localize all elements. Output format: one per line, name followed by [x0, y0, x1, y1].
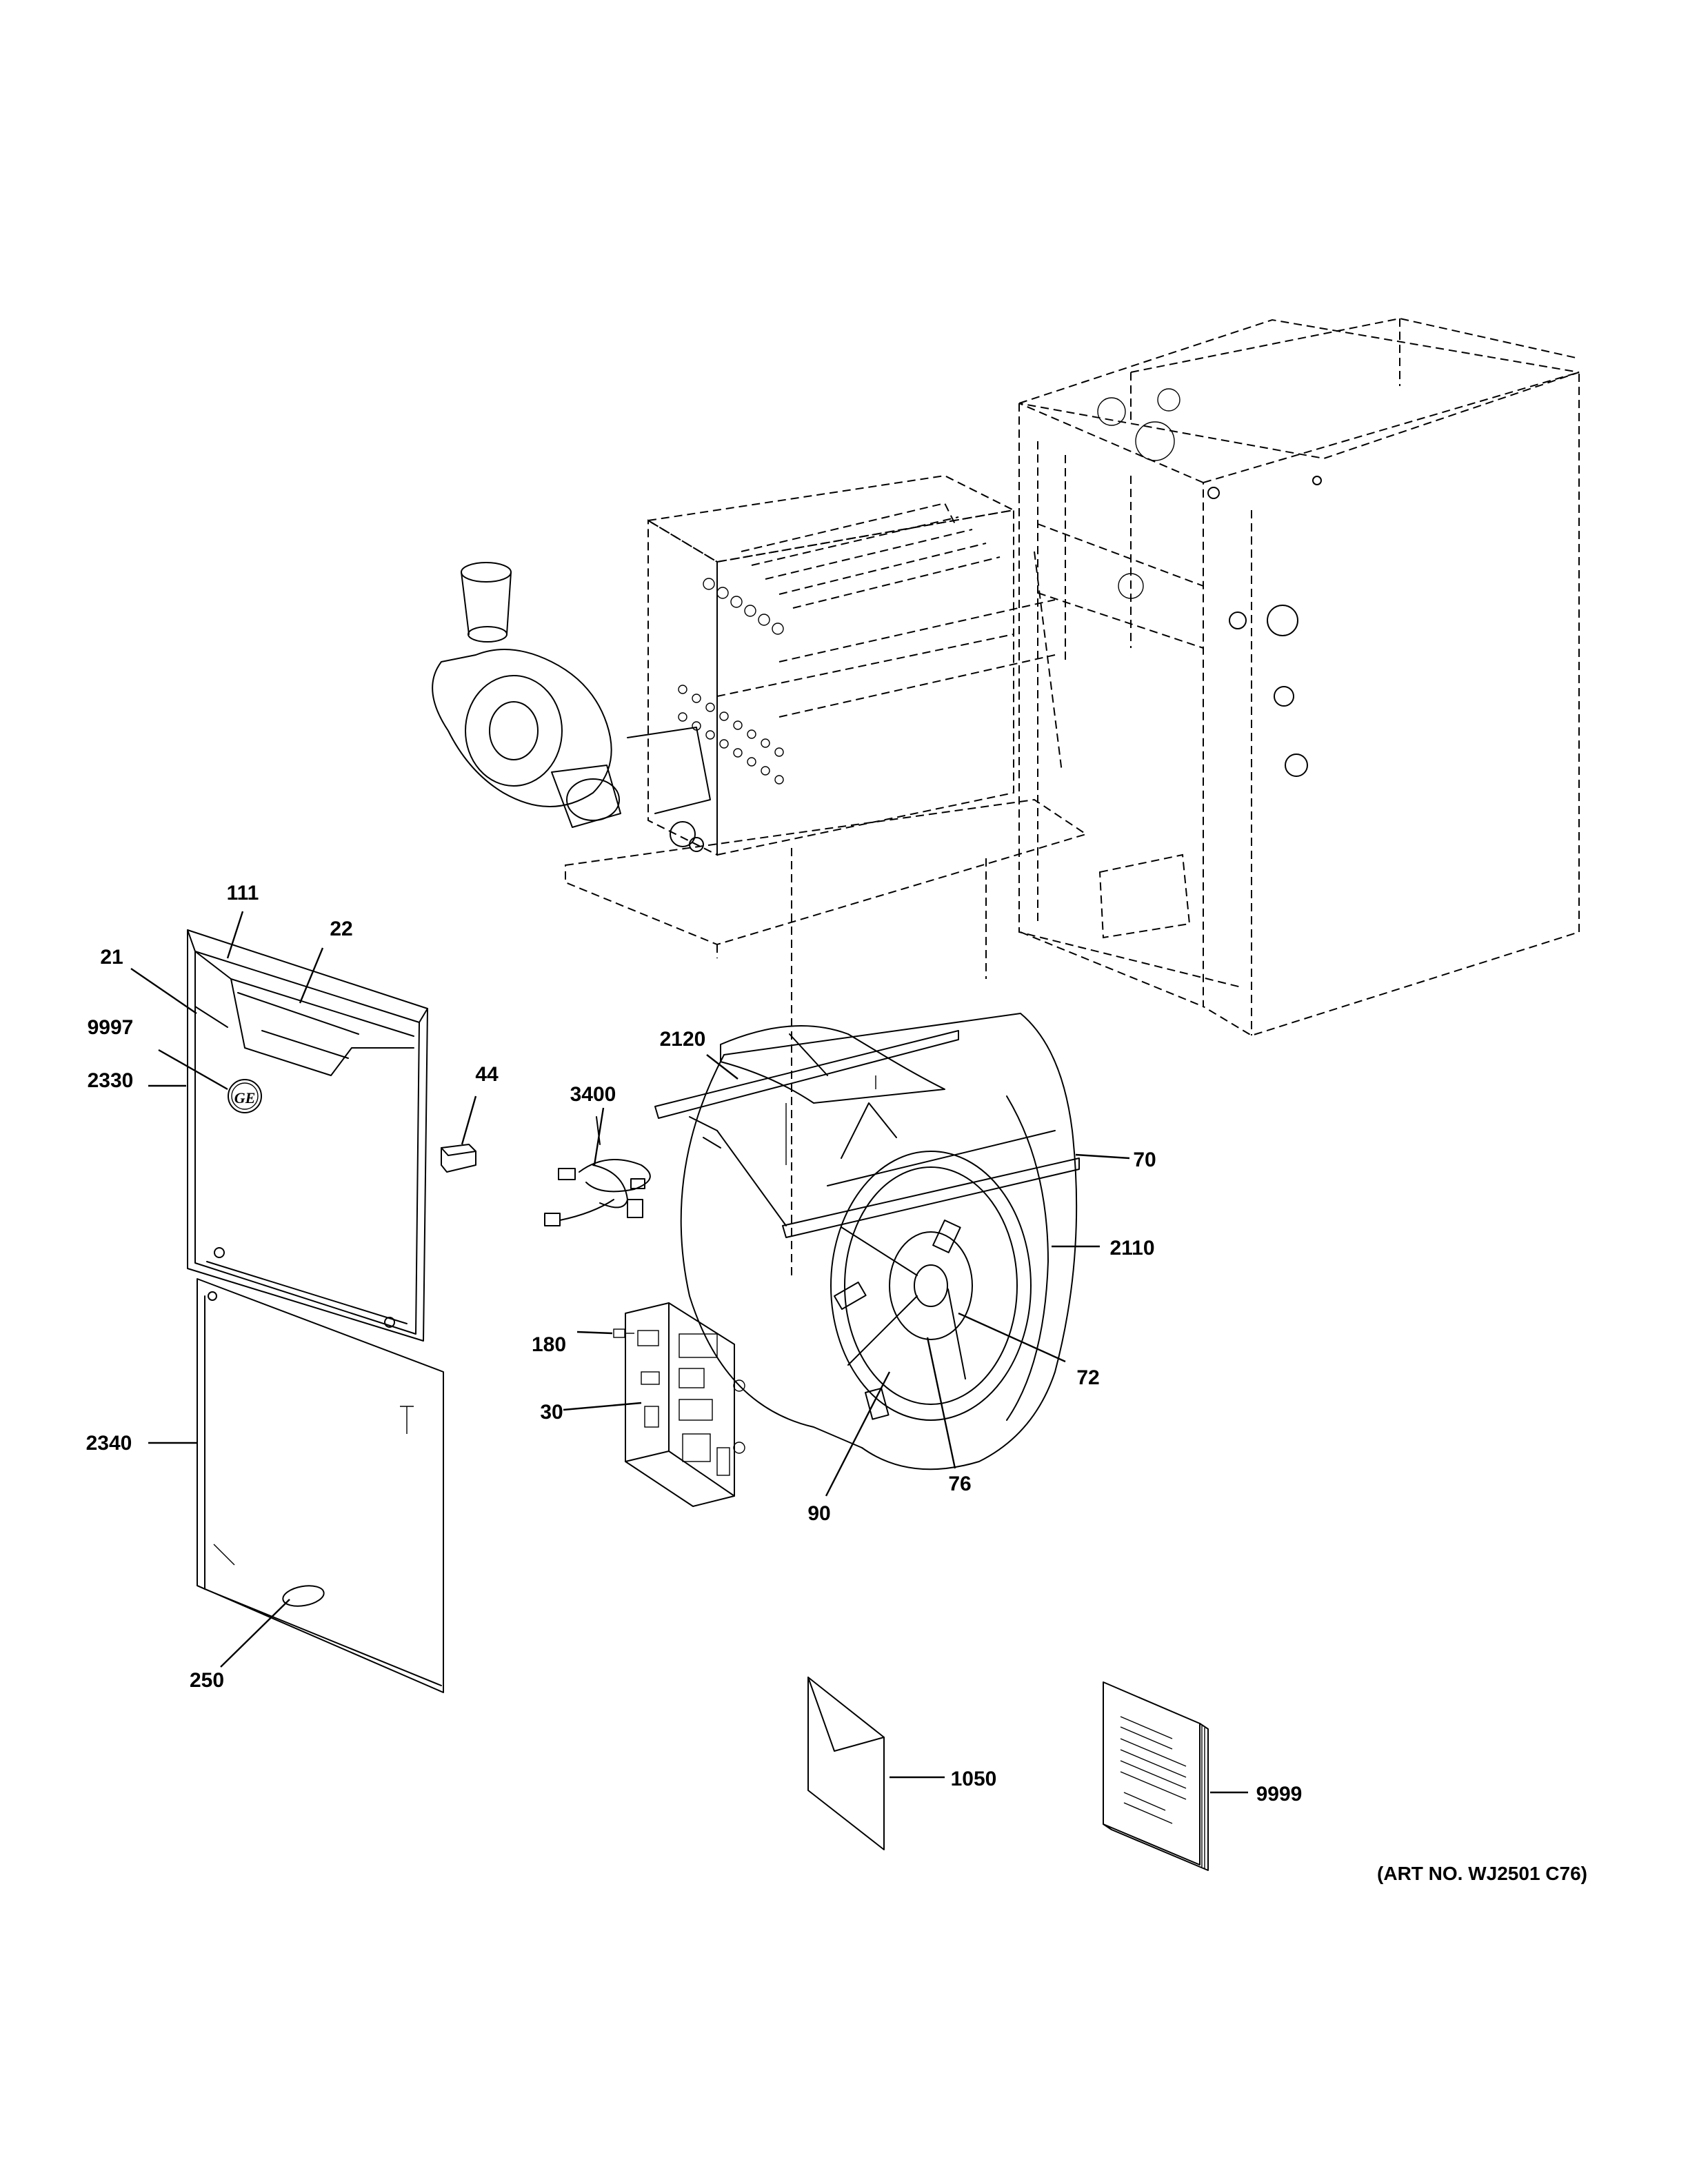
- callout-72: 72: [1076, 1366, 1099, 1389]
- callout-3400: 3400: [570, 1083, 616, 1106]
- callout-90: 90: [807, 1502, 830, 1525]
- owner-manual-booklet: [1103, 1681, 1209, 1871]
- leader-lines: [130, 911, 1248, 1794]
- furnace-cabinet: [1018, 317, 1580, 1037]
- upper-door-panel: [187, 929, 428, 1342]
- ge-logo: GE: [228, 1079, 262, 1113]
- burner-ports: [678, 578, 784, 785]
- callout-111: 111: [227, 882, 259, 904]
- callout-2340: 2340: [86, 1432, 132, 1455]
- callout-2110: 2110: [1109, 1237, 1154, 1260]
- callout-2120: 2120: [660, 1028, 706, 1051]
- blower-housing: [680, 1013, 1078, 1470]
- blower-rails-70: [654, 1030, 1080, 1238]
- heat-exchanger: [565, 474, 1088, 1275]
- callout-21: 21: [100, 946, 123, 969]
- art-number: (ART NO. WJ2501 C76): [1377, 1863, 1587, 1884]
- callout-76: 76: [948, 1473, 971, 1495]
- callout-1050: 1050: [951, 1768, 997, 1790]
- inducer-blower-assembly: [432, 562, 711, 852]
- callout-9997: 9997: [88, 1016, 134, 1039]
- lower-door-panel: [197, 1278, 444, 1693]
- svg-text:GE: GE: [234, 1089, 256, 1106]
- callout-250: 250: [190, 1669, 224, 1692]
- wire-harness: [544, 1116, 651, 1226]
- callout-9999: 9999: [1256, 1783, 1303, 1806]
- callout-30: 30: [540, 1401, 563, 1424]
- callout-44: 44: [475, 1063, 499, 1086]
- clip-part-44: [441, 1144, 476, 1173]
- control-board: [613, 1302, 745, 1507]
- callout-labels: 111 22 21 9997 2330 44 2340 250 3400 212…: [86, 882, 1303, 1806]
- blower-cutoff-plate-2120: [720, 1025, 945, 1104]
- callout-70: 70: [1133, 1149, 1156, 1171]
- callout-22: 22: [330, 918, 352, 940]
- callout-2330: 2330: [88, 1069, 134, 1092]
- literature-envelope: [807, 1677, 885, 1850]
- callout-180: 180: [532, 1333, 566, 1356]
